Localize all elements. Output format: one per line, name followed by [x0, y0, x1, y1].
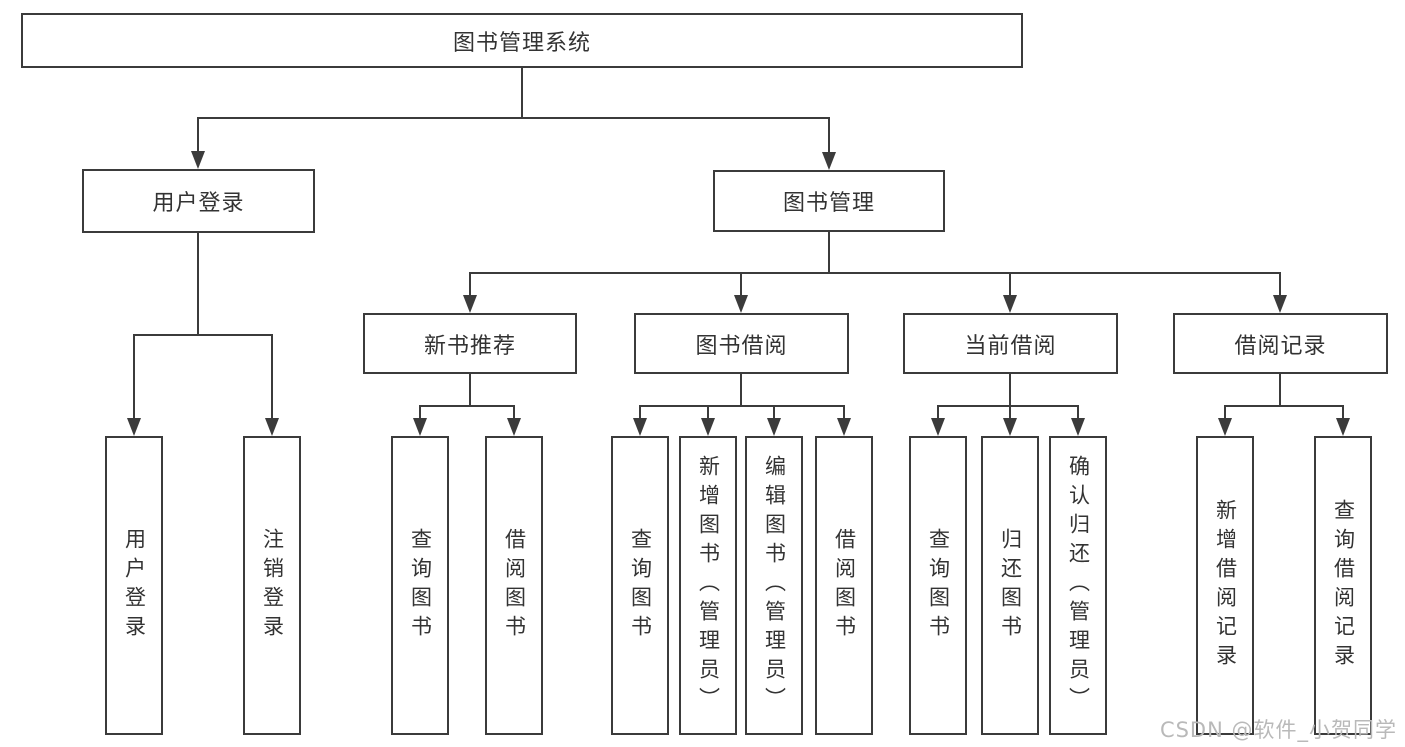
connector-line	[828, 118, 830, 154]
node-leaf-add-record: 新增借阅记录	[1196, 436, 1254, 735]
node-root: 图书管理系统	[21, 13, 1023, 68]
connector-line	[419, 405, 515, 407]
connector-line	[197, 233, 199, 335]
node-leaf-edit-book: 编辑图书（管理员）	[745, 436, 803, 735]
arrowhead-icon	[1218, 418, 1232, 436]
connector-line	[740, 374, 742, 406]
node-leaf-logout: 注销登录	[243, 436, 301, 735]
arrowhead-icon	[1003, 418, 1017, 436]
arrowhead-icon	[734, 295, 748, 313]
arrowhead-icon	[413, 418, 427, 436]
connector-line	[707, 406, 709, 420]
arrowhead-icon	[633, 418, 647, 436]
arrowhead-icon	[1071, 418, 1085, 436]
node-leaf-query-book-bor: 查询图书	[611, 436, 669, 735]
arrowhead-icon	[463, 295, 477, 313]
connector-line	[1009, 374, 1011, 406]
connector-line	[469, 272, 1281, 274]
node-leaf-borrow-book-bor: 借阅图书	[815, 436, 873, 735]
connector-line	[197, 118, 199, 153]
connector-line	[133, 335, 135, 420]
connector-line	[133, 334, 273, 336]
node-leaf-user-login: 用户登录	[105, 436, 163, 735]
node-borrow-records: 借阅记录	[1173, 313, 1388, 374]
arrowhead-icon	[822, 152, 836, 170]
node-book-mgmt: 图书管理	[713, 170, 945, 232]
node-current-borrow: 当前借阅	[903, 313, 1118, 374]
arrowhead-icon	[265, 418, 279, 436]
node-leaf-query-record: 查询借阅记录	[1314, 436, 1372, 735]
arrowhead-icon	[931, 418, 945, 436]
connector-line	[1342, 406, 1344, 420]
connector-line	[1224, 406, 1226, 420]
connector-line	[639, 406, 641, 420]
connector-line	[1077, 406, 1079, 420]
connector-line	[937, 406, 939, 420]
connector-line	[740, 273, 742, 297]
arrowhead-icon	[767, 418, 781, 436]
arrowhead-icon	[1273, 295, 1287, 313]
arrowhead-icon	[701, 418, 715, 436]
connector-line	[513, 406, 515, 420]
arrowhead-icon	[1336, 418, 1350, 436]
arrowhead-icon	[127, 418, 141, 436]
connector-line	[1279, 273, 1281, 297]
arrowhead-icon	[837, 418, 851, 436]
connector-line	[469, 273, 471, 297]
connector-line	[1009, 406, 1011, 420]
arrowhead-icon	[507, 418, 521, 436]
connector-line	[1009, 273, 1011, 297]
node-leaf-borrow-book-new: 借阅图书	[485, 436, 543, 735]
connector-line	[843, 406, 845, 420]
watermark-text: CSDN @软件_小贺同学	[1159, 718, 1397, 742]
connector-line	[469, 374, 471, 406]
connector-line	[197, 117, 830, 119]
connector-line	[828, 232, 830, 273]
connector-line	[419, 406, 421, 420]
arrowhead-icon	[191, 151, 205, 169]
node-leaf-return-book: 归还图书	[981, 436, 1039, 735]
connector-line	[1279, 374, 1281, 406]
connector-line	[773, 406, 775, 420]
connector-line	[271, 335, 273, 420]
node-leaf-query-book-cur: 查询图书	[909, 436, 967, 735]
node-new-book-rec: 新书推荐	[363, 313, 577, 374]
connector-line	[521, 68, 523, 118]
connector-line	[937, 405, 1079, 407]
node-leaf-add-book: 新增图书（管理员）	[679, 436, 737, 735]
node-book-borrow: 图书借阅	[634, 313, 849, 374]
arrowhead-icon	[1003, 295, 1017, 313]
node-user-login: 用户登录	[82, 169, 315, 233]
node-leaf-query-book-new: 查询图书	[391, 436, 449, 735]
node-leaf-confirm-return: 确认归还（管理员）	[1049, 436, 1107, 735]
connector-line	[1224, 405, 1344, 407]
connector-line	[639, 405, 845, 407]
